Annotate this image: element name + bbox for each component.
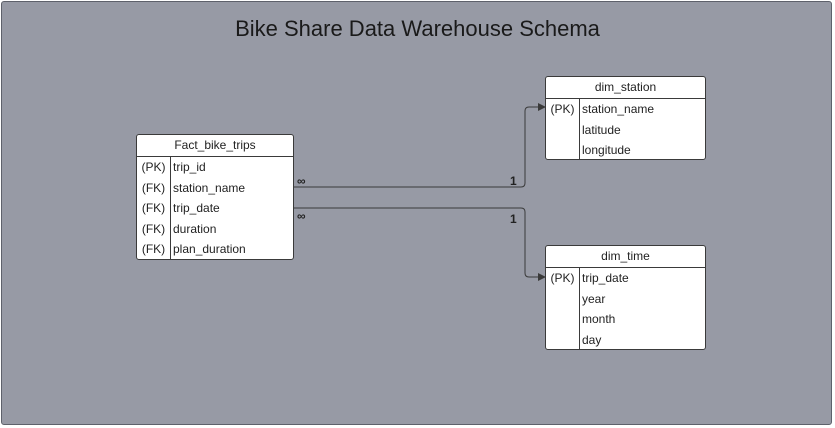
cardinality-many-label: ∞ [297,209,306,223]
key-column-divider [170,157,171,259]
entity-row: (FK) plan_duration [137,239,293,259]
key-label [546,309,579,330]
key-label [546,289,579,310]
entity-row: (FK) trip_date [137,198,293,219]
field-name: month [582,312,616,326]
field-name: station_name [582,102,655,116]
entity-row: longitude [546,140,705,159]
field-name: day [582,332,602,347]
field-name: trip_date [582,271,629,285]
relationship-line-station [294,103,546,188]
entity-row: (PK) trip_id [137,157,293,178]
field-name: trip_id [173,160,206,174]
entity-row: year [546,289,705,310]
entity-dim-station[interactable]: dim_station (PK) station_name latitude lo… [545,76,706,160]
key-label [546,330,579,350]
field-name: station_name [173,180,246,195]
entity-title: dim_station [546,77,705,99]
field-name: latitude [582,122,621,137]
relationship-line-time [294,207,546,281]
field-name: longitude [582,143,631,157]
field-name: trip_date [173,201,220,215]
entity-title: dim_time [546,246,705,268]
key-label [546,120,579,141]
entity-dim-time[interactable]: dim_time (PK) trip_date year month day [545,245,706,350]
key-column-divider [579,99,580,159]
key-label: (FK) [141,242,166,256]
key-label: (FK) [141,180,166,195]
cardinality-one-label: 1 [510,212,517,226]
field-name: plan_duration [173,242,246,256]
entity-row: month [546,309,705,330]
entity-fields: (PK) station_name latitude longitude [546,99,705,159]
key-label: (PK) [550,102,575,116]
key-label: (PK) [141,160,166,174]
entity-row: (FK) station_name [137,178,293,199]
key-column-divider [579,268,580,349]
entity-row: latitude [546,120,705,141]
entity-fields: (PK) trip_date year month day [546,268,705,350]
key-label [546,140,579,159]
entity-row: (PK) trip_date [546,268,705,289]
entity-row: (FK) duration [137,219,293,240]
entity-fields: (PK) trip_id (FK) station_name (FK) trip_da… [137,157,293,259]
key-label: (FK) [141,201,166,215]
cardinality-one-label: 1 [510,174,517,188]
key-label: (PK) [550,271,575,285]
entity-row: day [546,330,705,350]
cardinality-many-label: ∞ [297,174,306,188]
entity-title: Fact_bike_trips [137,135,293,157]
entity-fact-bike-trips[interactable]: Fact_bike_trips (PK) trip_id (FK) station_… [136,134,294,260]
key-label: (FK) [141,221,166,236]
field-name: duration [173,221,217,236]
diagram-title: Bike Share Data Warehouse Schema [235,16,600,41]
field-name: year [582,291,606,306]
entity-row: (PK) station_name [546,99,705,120]
